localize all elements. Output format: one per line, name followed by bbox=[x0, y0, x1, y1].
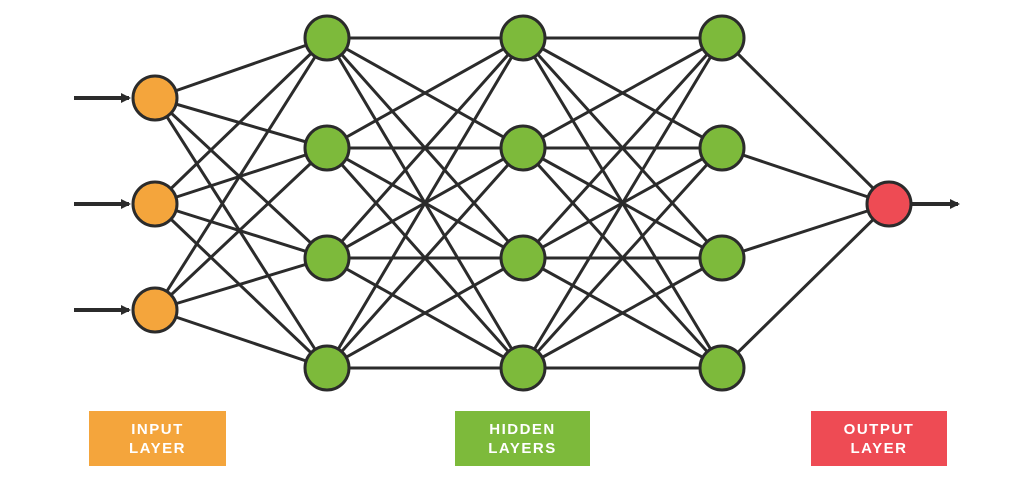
connection-line bbox=[153, 96, 329, 260]
input-label-line2: LAYER bbox=[129, 439, 186, 457]
io-arrows bbox=[74, 93, 960, 315]
connection-line bbox=[325, 37, 525, 259]
connection-line bbox=[153, 37, 329, 311]
hidden-node bbox=[303, 344, 351, 392]
hidden-node bbox=[499, 234, 547, 282]
input-layer-label: INPUT LAYER bbox=[89, 411, 226, 466]
output-node bbox=[865, 180, 913, 228]
connection-line bbox=[326, 256, 524, 370]
connection-line bbox=[522, 256, 723, 370]
hidden-node bbox=[698, 124, 746, 172]
output-layer-label: OUTPUT LAYER bbox=[811, 411, 947, 466]
connection-line bbox=[154, 308, 328, 370]
input-label-line1: INPUT bbox=[131, 420, 184, 438]
connection-line bbox=[521, 146, 724, 370]
input-node bbox=[131, 286, 179, 334]
neurons bbox=[131, 14, 913, 392]
input-node bbox=[131, 180, 179, 228]
connection-line bbox=[153, 202, 329, 370]
connection-line bbox=[153, 146, 329, 312]
connection-line bbox=[522, 36, 723, 150]
output-label-line2: LAYER bbox=[850, 439, 908, 457]
connection-line bbox=[521, 37, 724, 369]
connection-line bbox=[720, 202, 891, 370]
connection-line bbox=[325, 37, 525, 369]
hidden-layers-label: HIDDEN LAYERS bbox=[455, 411, 590, 466]
hidden-node bbox=[303, 234, 351, 282]
hidden-node bbox=[698, 234, 746, 282]
connection-line bbox=[721, 202, 890, 260]
connection-line bbox=[326, 36, 524, 150]
input-node bbox=[131, 74, 179, 122]
hidden-node bbox=[499, 124, 547, 172]
connections bbox=[153, 36, 891, 370]
connection-line bbox=[154, 256, 328, 312]
hidden-label-line1: HIDDEN bbox=[489, 420, 556, 438]
output-label-line1: OUTPUT bbox=[843, 420, 915, 438]
hidden-node bbox=[698, 14, 746, 62]
hidden-node bbox=[499, 14, 547, 62]
connection-line bbox=[521, 36, 724, 260]
connection-line bbox=[720, 36, 891, 206]
connection-line bbox=[721, 146, 890, 206]
connection-line bbox=[154, 36, 328, 100]
hidden-label-line2: LAYERS bbox=[488, 439, 557, 457]
hidden-node bbox=[499, 344, 547, 392]
hidden-node bbox=[303, 14, 351, 62]
hidden-node bbox=[303, 124, 351, 172]
connection-line bbox=[153, 36, 329, 206]
hidden-node bbox=[698, 344, 746, 392]
connection-line bbox=[325, 147, 525, 369]
connection-line bbox=[153, 97, 329, 369]
